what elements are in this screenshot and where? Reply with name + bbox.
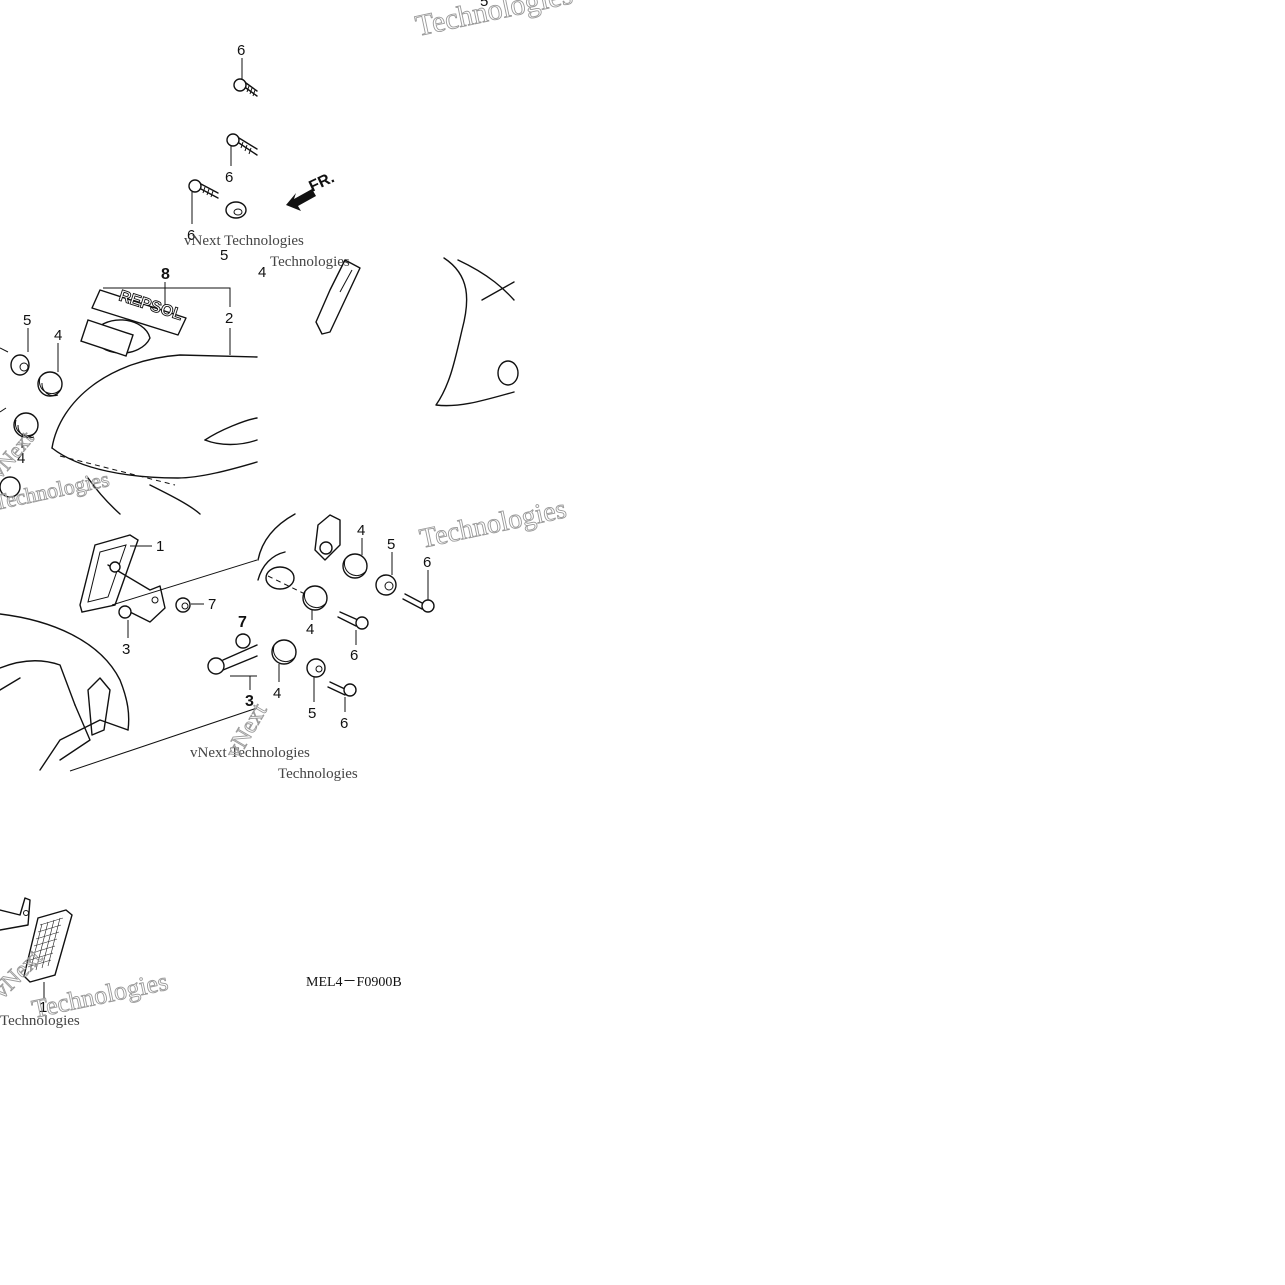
- callout-4-d[interactable]: 4: [306, 621, 314, 638]
- watermark-technologies-bc: Technologies: [417, 494, 569, 555]
- bracket-part-3[interactable]: [107, 561, 166, 623]
- callout-6-d[interactable]: 6: [423, 554, 431, 571]
- callout-2[interactable]: 2: [225, 310, 233, 327]
- edge-line: [69, 707, 258, 772]
- bolt-part-6-d[interactable]: [402, 593, 435, 613]
- bolt-part-6-c[interactable]: [188, 179, 219, 199]
- grommet-part-4-a[interactable]: [37, 371, 63, 397]
- grommet-part-4-e[interactable]: [271, 639, 297, 665]
- collar-part-5-c[interactable]: [375, 574, 397, 596]
- collar-part-5-e[interactable]: [306, 658, 326, 678]
- bolt-part-6-b[interactable]: [226, 133, 258, 156]
- bolt-part-6-a[interactable]: [233, 78, 258, 97]
- tile-lower-left: 1 Technologies: [0, 897, 80, 1029]
- grommet-part-4-d[interactable]: [302, 585, 328, 611]
- callout-1[interactable]: 1: [156, 538, 164, 555]
- callout-6-mid[interactable]: 6: [225, 169, 233, 186]
- watermark-small-ll: Technologies: [0, 1013, 80, 1029]
- callout-4-b[interactable]: 4: [17, 450, 25, 467]
- cropped-fragments: [0, 347, 9, 413]
- tile-middle-left: REPSOL 8 2 5 4: [0, 266, 258, 515]
- callout-7[interactable]: 7: [208, 596, 216, 613]
- cowl-part-2[interactable]: [51, 354, 258, 515]
- callout-6-f[interactable]: 6: [340, 715, 348, 732]
- tile-top-left: 6 6 6 5 FR. vNext Technologies: [184, 42, 337, 264]
- watermark-label-bl: vNext Technologies: [190, 745, 310, 761]
- callout-6-e[interactable]: 6: [350, 647, 358, 664]
- watermark-label: vNext Technologies: [184, 233, 304, 249]
- reflector-part-1[interactable]: [79, 534, 139, 613]
- watermark-small-ml: Technologies: [270, 254, 350, 270]
- mirror-bracket-part[interactable]: [315, 259, 361, 335]
- callout-3[interactable]: 3: [122, 641, 130, 658]
- callout-5[interactable]: 5: [23, 312, 31, 329]
- callout-6-top[interactable]: 6: [237, 42, 245, 59]
- grommet-part-4-c[interactable]: [342, 553, 368, 579]
- callout-4-a[interactable]: 4: [54, 327, 62, 344]
- alignment-line: [267, 575, 306, 595]
- callout-7-b[interactable]: 7: [238, 614, 247, 631]
- collar-part-3-b[interactable]: [207, 644, 258, 675]
- callout-4-c[interactable]: 4: [357, 522, 365, 539]
- cowl-edge-right[interactable]: [257, 513, 341, 590]
- watermark-small-bc: Technologies: [278, 766, 358, 782]
- callout-5-c[interactable]: 5: [387, 536, 395, 553]
- front-cowl-lower[interactable]: [0, 559, 258, 771]
- reflector-part-1-b[interactable]: [23, 909, 73, 983]
- collar-part-5[interactable]: [10, 354, 30, 376]
- side-cowl-part[interactable]: [435, 257, 519, 407]
- tile-bottom-left: 1 3 7 7: [0, 534, 310, 772]
- callout-5-tile1[interactable]: 5: [220, 247, 228, 264]
- bolt-part-6-e[interactable]: [337, 611, 369, 630]
- tile-middle-center: [315, 257, 519, 407]
- callout-8[interactable]: 8: [161, 266, 170, 283]
- decal-part-8[interactable]: REPSOL: [80, 287, 187, 357]
- tile-bottom-center: 4 5 6 4 6 4: [257, 513, 435, 782]
- callout-4-e[interactable]: 4: [273, 685, 281, 702]
- callout-4-edge[interactable]: 4: [258, 264, 266, 281]
- drawing-code: MEL4－F0900B: [306, 975, 402, 990]
- callout-5-e[interactable]: 5: [308, 705, 316, 722]
- partial-grommet: [0, 476, 21, 498]
- front-direction-arrow: FR.: [286, 169, 337, 211]
- grommet-part-4-b[interactable]: [13, 412, 39, 439]
- callout-3-b[interactable]: 3: [245, 693, 254, 710]
- nut-part-7-b[interactable]: [235, 633, 251, 649]
- callout-1-b[interactable]: 1: [39, 999, 47, 1016]
- nut-part-7[interactable]: [175, 597, 191, 613]
- watermark-technologies-ml: Technologies: [0, 466, 111, 515]
- leader-line: [230, 675, 257, 690]
- callout-6-low[interactable]: 6: [187, 227, 195, 244]
- callout-5-top-edge[interactable]: 5: [480, 0, 488, 10]
- watermark-technologies-top: Technologies: [413, 0, 576, 43]
- washer-part-5[interactable]: [225, 201, 247, 219]
- bolt-part-6-f[interactable]: [327, 681, 357, 697]
- front-label: FR.: [307, 169, 338, 195]
- bracket-fragment[interactable]: [0, 897, 31, 931]
- leader-bracket-8: [103, 287, 231, 307]
